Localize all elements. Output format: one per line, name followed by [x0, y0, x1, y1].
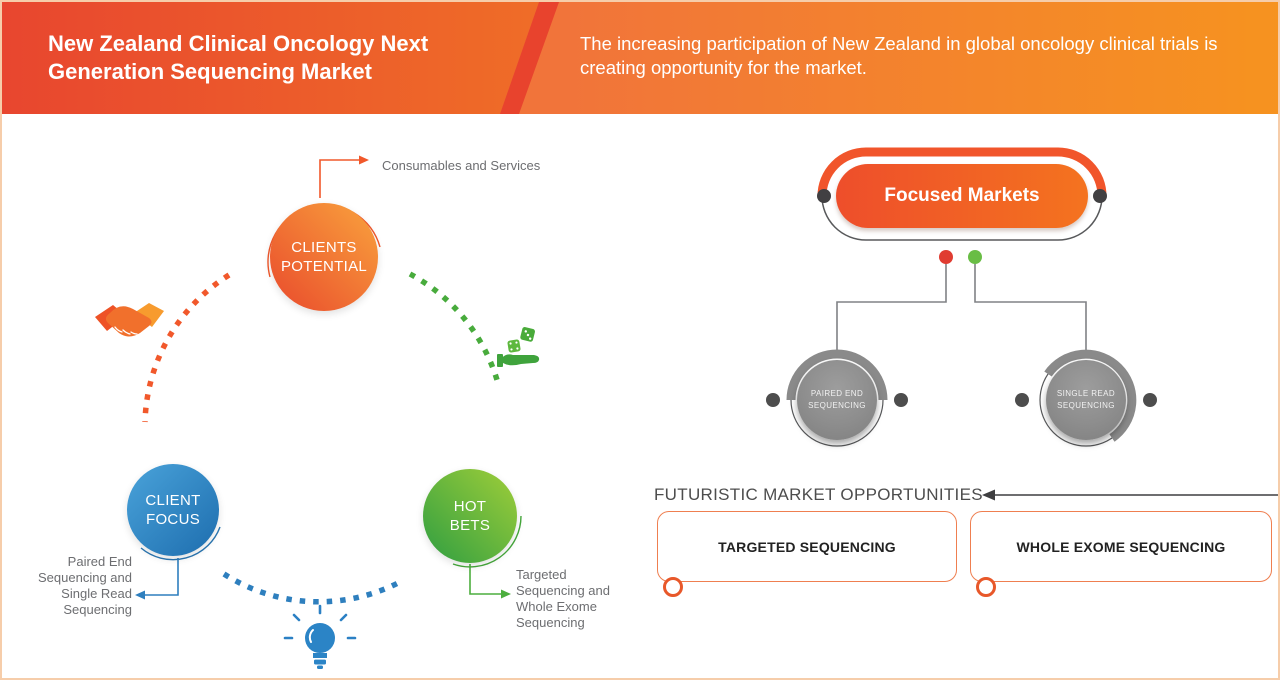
consumables-callout: Consumables and Services: [382, 158, 541, 173]
single-thick-arc: [1044, 349, 1137, 442]
paired-end-label: PAIRED END SEQUENCING: [808, 389, 866, 410]
arrow-left-icon: [135, 590, 145, 600]
green-dot: [968, 250, 982, 264]
single-left-dot: [1015, 393, 1029, 407]
handshake-icon: [95, 303, 164, 337]
blue-dotted-arc: [222, 571, 402, 605]
paired-right-dot: [894, 393, 908, 407]
pill-top-arc: [817, 147, 1107, 196]
header-left-panel: [2, 2, 539, 114]
pill-left-dot: [817, 189, 831, 203]
futuristic-title: FUTURISTIC MARKET OPPORTUNITIES: [654, 485, 983, 504]
arrow-right-icon: [359, 155, 369, 165]
paired-end-callout: Paired End Sequencing and Single Read Se…: [38, 554, 132, 617]
clients-potential-circle: CLIENTS POTENTIAL: [270, 203, 378, 311]
paired-thick-arc: [786, 349, 888, 401]
hot-bets-circle: HOT BETS: [423, 469, 517, 563]
whole-exome-label: WHOLE EXOME SEQUENCING: [1016, 538, 1226, 555]
red-dot: [939, 250, 953, 264]
targeted-connector: [469, 564, 511, 599]
client-focus-circle: CLIENT FOCUS: [127, 464, 219, 556]
hot-bets-label: HOT BETS: [449, 497, 491, 535]
futuristic-arrow: [982, 489, 1278, 501]
single-read-node: SINGLE READ SEQUENCING: [1046, 360, 1126, 440]
green-dotted-arc: [408, 271, 502, 388]
pill-right-dot: [1093, 189, 1107, 203]
page-title: New Zealand Clinical Oncology Next Gener…: [48, 31, 429, 84]
cycle-diagram-graphics: [95, 155, 540, 669]
targeted-sequencing-label: TARGETED SEQUENCING: [718, 538, 896, 555]
focused-markets-pill: Focused Markets: [836, 164, 1088, 228]
focused-markets-graphics: [766, 147, 1278, 501]
focus-ring-arc: [140, 526, 221, 561]
diagram-area: CLIENTS POTENTIAL CLIENT FOCUS HOT BETS …: [2, 114, 1278, 678]
hot-ring-arc: [452, 515, 522, 568]
page-subtitle: The increasing participation of New Zeal…: [580, 33, 1218, 79]
targeted-callout: Targeted Sequencing and Whole Exome Sequ…: [516, 567, 610, 630]
single-read-label: SINGLE READ SEQUENCING: [1056, 389, 1116, 410]
arrow-left-icon: [982, 489, 995, 501]
lightbulb-icon: [283, 604, 357, 669]
pill-bottom-arc: [821, 196, 1103, 241]
paired-end-connector: [135, 558, 179, 600]
header-banner: New Zealand Clinical Oncology Next Gener…: [2, 2, 1278, 114]
single-right-dot: [1143, 393, 1157, 407]
client-focus-label: CLIENT FOCUS: [145, 491, 201, 529]
paired-left-dot: [766, 393, 780, 407]
hand-dice-icon: [497, 327, 540, 367]
anchor-ring-icon: [663, 577, 683, 597]
anchor-ring-icon: [976, 577, 996, 597]
consumables-connector: [319, 155, 369, 198]
clients-potential-label: CLIENTS POTENTIAL: [280, 238, 368, 276]
opportunity-box-whole-exome: WHOLE EXOME SEQUENCING: [970, 511, 1272, 582]
opportunity-box-targeted: TARGETED SEQUENCING: [657, 511, 957, 582]
arrow-right-icon: [501, 589, 511, 599]
connector-right: [974, 264, 1087, 350]
focused-markets-title: Focused Markets: [884, 185, 1040, 206]
paired-end-node: PAIRED END SEQUENCING: [797, 360, 877, 440]
orange-dotted-arc: [142, 272, 231, 423]
connector-left: [836, 264, 947, 350]
